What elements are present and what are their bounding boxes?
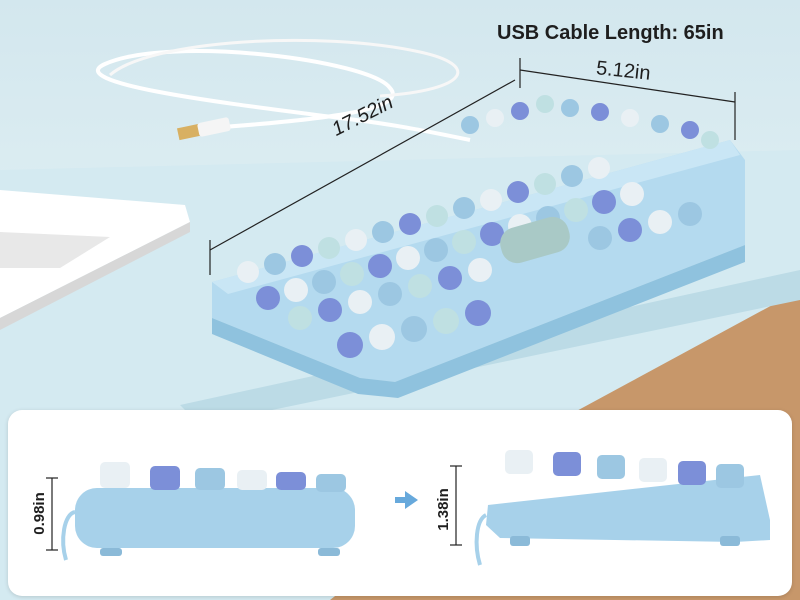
keycap	[480, 189, 502, 211]
height-high-label: 1.38in	[434, 488, 452, 531]
laptop	[0, 190, 190, 318]
keycap	[465, 300, 491, 326]
keycap	[678, 202, 702, 226]
keycap	[620, 182, 644, 206]
keycap	[561, 99, 579, 117]
keycap	[396, 246, 420, 270]
keycap	[340, 262, 364, 286]
keycap	[312, 270, 336, 294]
keycap	[453, 197, 475, 219]
keycap	[648, 210, 672, 234]
keycap	[564, 198, 588, 222]
height-low-label: 0.98in	[30, 492, 48, 535]
keycap	[468, 258, 492, 282]
keycap	[438, 266, 462, 290]
keycap	[372, 221, 394, 243]
keycap	[591, 103, 609, 121]
keycap	[284, 278, 308, 302]
usb-cable	[95, 49, 471, 142]
keycap	[588, 157, 610, 179]
keycap	[378, 282, 402, 306]
spacebar-keycap	[500, 216, 570, 264]
keycap	[264, 253, 286, 275]
keycap	[288, 306, 312, 330]
keyboard-top-bezel	[212, 140, 740, 294]
usb-plug-housing	[197, 117, 231, 137]
keycap	[507, 181, 529, 203]
keycap	[401, 316, 427, 342]
keycap	[534, 173, 556, 195]
keycap	[318, 237, 340, 259]
keycap	[588, 226, 612, 250]
usb-connector	[176, 123, 202, 141]
usb-cable-loop	[109, 38, 460, 98]
keycap	[399, 213, 421, 235]
keycap	[424, 238, 448, 262]
keycap	[511, 102, 529, 120]
length-dimension-line	[209, 79, 516, 251]
laptop-edge	[0, 222, 190, 330]
keycap	[486, 109, 504, 127]
keycap	[621, 109, 639, 127]
keycap	[461, 116, 479, 134]
keycap	[618, 218, 642, 242]
keycap	[337, 332, 363, 358]
keycap	[433, 308, 459, 334]
keycap	[256, 286, 280, 310]
keycap	[592, 190, 616, 214]
keycap	[561, 165, 583, 187]
laptop-trackpad	[0, 232, 110, 268]
keycap	[701, 131, 719, 149]
keycap	[681, 121, 699, 139]
keycap	[368, 254, 392, 278]
keycap	[237, 261, 259, 283]
keycap-grid	[237, 95, 719, 358]
keycap	[426, 205, 448, 227]
keycap	[651, 115, 669, 133]
keycap	[369, 324, 395, 350]
keycap	[452, 230, 476, 254]
keycap	[318, 298, 342, 322]
cable-length-heading: USB Cable Length: 65in	[497, 22, 724, 44]
keycap	[536, 95, 554, 113]
keycap	[408, 274, 432, 298]
keycap	[480, 222, 504, 246]
keycap	[291, 245, 313, 267]
keycap	[348, 290, 372, 314]
width-dimension-line	[519, 69, 736, 103]
side-view-panel	[8, 410, 792, 596]
keycap	[345, 229, 367, 251]
